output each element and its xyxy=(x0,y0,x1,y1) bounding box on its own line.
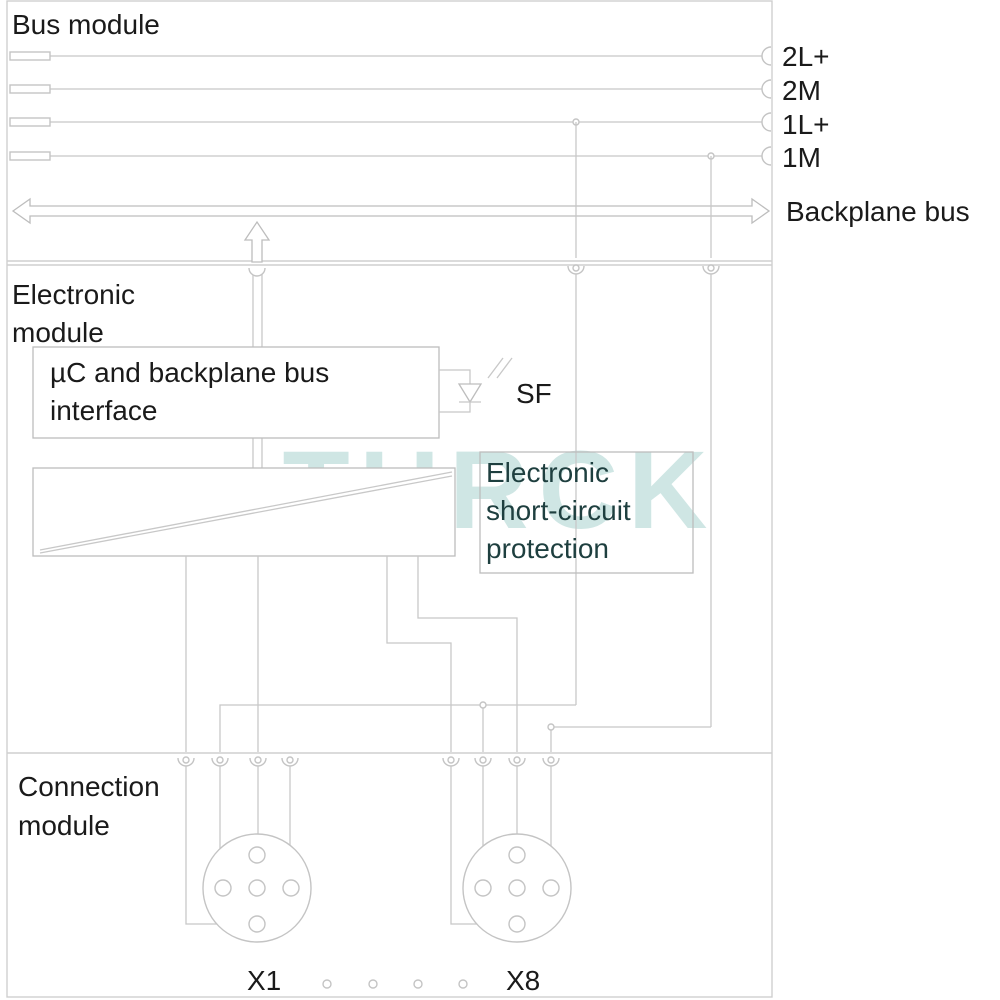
connection-module-label-1: Connection xyxy=(18,771,160,802)
sf-led-icon xyxy=(439,357,513,413)
connector-ellipsis-dots xyxy=(322,979,468,989)
bus-module-label: Bus module xyxy=(12,9,160,40)
terminal-1l-plus: 1L+ xyxy=(782,109,830,140)
connector-x1-icon xyxy=(185,766,312,943)
protection-box xyxy=(479,451,694,574)
connector-x8-icon xyxy=(450,766,572,943)
module-frame xyxy=(6,0,773,998)
connector-x8-label: X8 xyxy=(506,965,540,996)
connection-module-label-2: module xyxy=(18,810,110,841)
electronic-module-label-2: module xyxy=(12,317,104,348)
protection-line-1: Electronic xyxy=(486,457,609,488)
bus-rails xyxy=(9,46,772,166)
terminal-2l-plus: 2L+ xyxy=(782,41,830,72)
driver-diagonal-2 xyxy=(39,475,453,554)
protection-line-2: short-circuit xyxy=(486,495,631,526)
signal-wiring xyxy=(185,556,518,752)
supply-wiring xyxy=(219,122,720,752)
electronic-module-label-1: Electronic xyxy=(12,279,135,310)
terminal-row xyxy=(177,756,560,767)
connector-x1-label: X1 xyxy=(247,965,281,996)
mc-box-line-1: µC and backplane bus xyxy=(50,357,329,388)
backplane-bus-arrow xyxy=(11,197,771,225)
backplane-bus-label: Backplane bus xyxy=(786,196,970,227)
driver-diagonal xyxy=(39,471,453,551)
sf-label: SF xyxy=(516,378,552,409)
terminal-2m: 2M xyxy=(782,75,821,106)
protection-line-3: protection xyxy=(486,533,609,564)
mc-interface-box xyxy=(32,346,440,439)
mc-box-line-2: interface xyxy=(50,395,157,426)
terminal-1m: 1M xyxy=(782,142,821,173)
